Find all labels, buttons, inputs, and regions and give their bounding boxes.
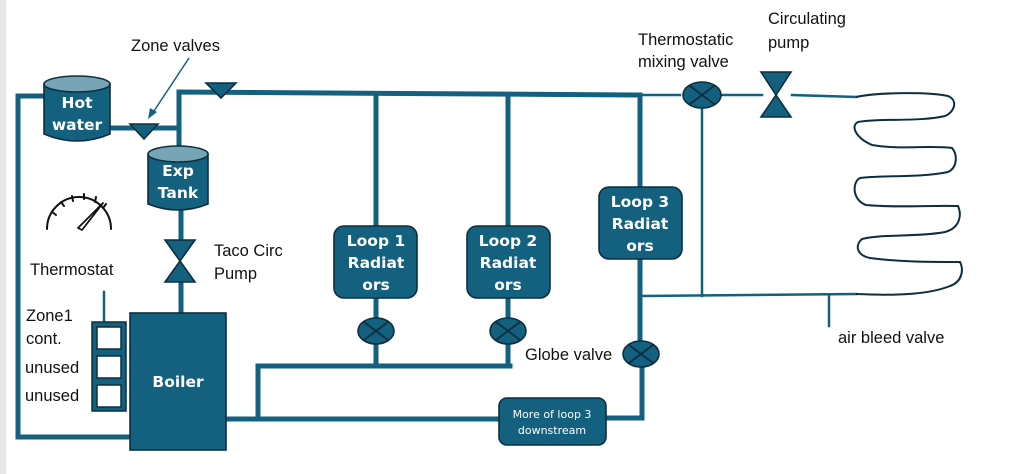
unused-slot-1[interactable] <box>96 355 122 379</box>
pipe-loop3-after-globe <box>600 363 645 421</box>
thermostatic-mixing-valve-label-line1: Thermostatic <box>638 31 733 49</box>
hot-water-tank[interactable]: Hot water <box>43 75 111 142</box>
boiler[interactable]: Boiler <box>129 312 227 451</box>
taco-circ-pump-label-line1: Taco Circ <box>214 242 283 260</box>
loop2-label-line2: Radiat <box>480 254 537 272</box>
expansion-tank-top <box>147 145 209 163</box>
loop3-downstream-box <box>498 397 607 446</box>
loop1-label-line3: ors <box>362 276 390 294</box>
unused-slot-2[interactable] <box>96 384 122 408</box>
taco-circ-pump-label-line2: Pump <box>214 265 257 283</box>
boiler-body <box>129 312 227 451</box>
pipe-return-header <box>255 363 513 421</box>
expansion-tank[interactable]: Exp Tank <box>147 145 209 211</box>
thermostatic-mixing-valve-label-line2: mixing valve <box>638 53 729 71</box>
loop1-radiators-box <box>333 225 418 299</box>
thermostat-label: Thermostat <box>30 261 114 279</box>
hot-water-label-line2: water <box>52 116 103 134</box>
loop3-downstream-line1: More of loop 3 <box>513 408 592 421</box>
taco-circ-pump-icon[interactable] <box>163 239 197 283</box>
loop1-globe-valve-icon[interactable] <box>357 317 395 345</box>
loop1-radiators[interactable]: Loop 1 Radiat ors <box>333 225 418 299</box>
expansion-tank-body <box>147 153 209 211</box>
zone1-cont-label-line1: Zone1 <box>26 307 73 325</box>
zone-controller <box>91 321 127 412</box>
loop3-label-line3: ors <box>626 237 654 255</box>
floor-heating-coil-icon <box>853 92 963 296</box>
loop2-globe-valve-icon[interactable] <box>489 317 527 345</box>
pipe-main-riser <box>176 89 643 151</box>
zone1-control-slot[interactable] <box>96 326 122 350</box>
loop3-radiators-box <box>598 186 683 260</box>
loop3-globe-valve-icon[interactable] <box>622 340 660 368</box>
loop3-downstream-line2: downstream <box>518 424 586 437</box>
thermostat-gauge-icon <box>46 193 112 231</box>
hot-water-label-line1: Hot <box>61 94 93 112</box>
hot-water-tank-top <box>43 75 111 93</box>
loop2-label-line1: Loop 2 <box>479 232 537 250</box>
loop3-radiators[interactable]: Loop 3 Radiat ors <box>598 186 683 260</box>
pipe-left-return <box>15 93 135 440</box>
pipe-coil-return <box>640 292 858 298</box>
zone-valve-main-icon[interactable] <box>204 82 238 100</box>
exp-tank-label-line1: Exp <box>162 162 194 180</box>
air-bleed-valve-label: air bleed valve <box>838 329 944 347</box>
globe-valve-label: Globe valve <box>525 346 612 364</box>
circulating-pump-icon[interactable] <box>759 71 793 118</box>
boiler-label: Boiler <box>152 373 204 391</box>
loop2-label-line3: ors <box>494 276 522 294</box>
unused-label-1: unused <box>25 359 79 377</box>
loop3-label-line1: Loop 3 <box>611 193 669 211</box>
thermostatic-mixing-valve-icon[interactable] <box>682 81 722 109</box>
circulating-pump-label-line1: Circulating <box>768 10 846 28</box>
loop3-downstream[interactable]: More of loop 3 downstream <box>498 397 607 446</box>
hot-water-tank-body <box>43 83 111 142</box>
loop3-label-line2: Radiat <box>612 215 669 233</box>
exp-tank-label-line2: Tank <box>158 184 199 202</box>
loop1-label-line2: Radiat <box>348 254 405 272</box>
zone-valves-pointer-arrow <box>148 57 190 119</box>
zone-valves-label: Zone valves <box>131 37 220 55</box>
loop1-label-line1: Loop 1 <box>347 232 405 250</box>
zone1-cont-label-line2: cont. <box>26 330 62 348</box>
circulating-pump-label-line2: pump <box>768 34 809 52</box>
loop2-radiators-box <box>466 225 551 299</box>
unused-label-2: unused <box>25 387 79 405</box>
loop2-radiators[interactable]: Loop 2 Radiat ors <box>466 225 551 299</box>
pipe-pump-to-coil <box>790 93 858 99</box>
zone-valve-hotwater-icon[interactable] <box>128 123 160 141</box>
left-margin-strip <box>0 0 6 474</box>
